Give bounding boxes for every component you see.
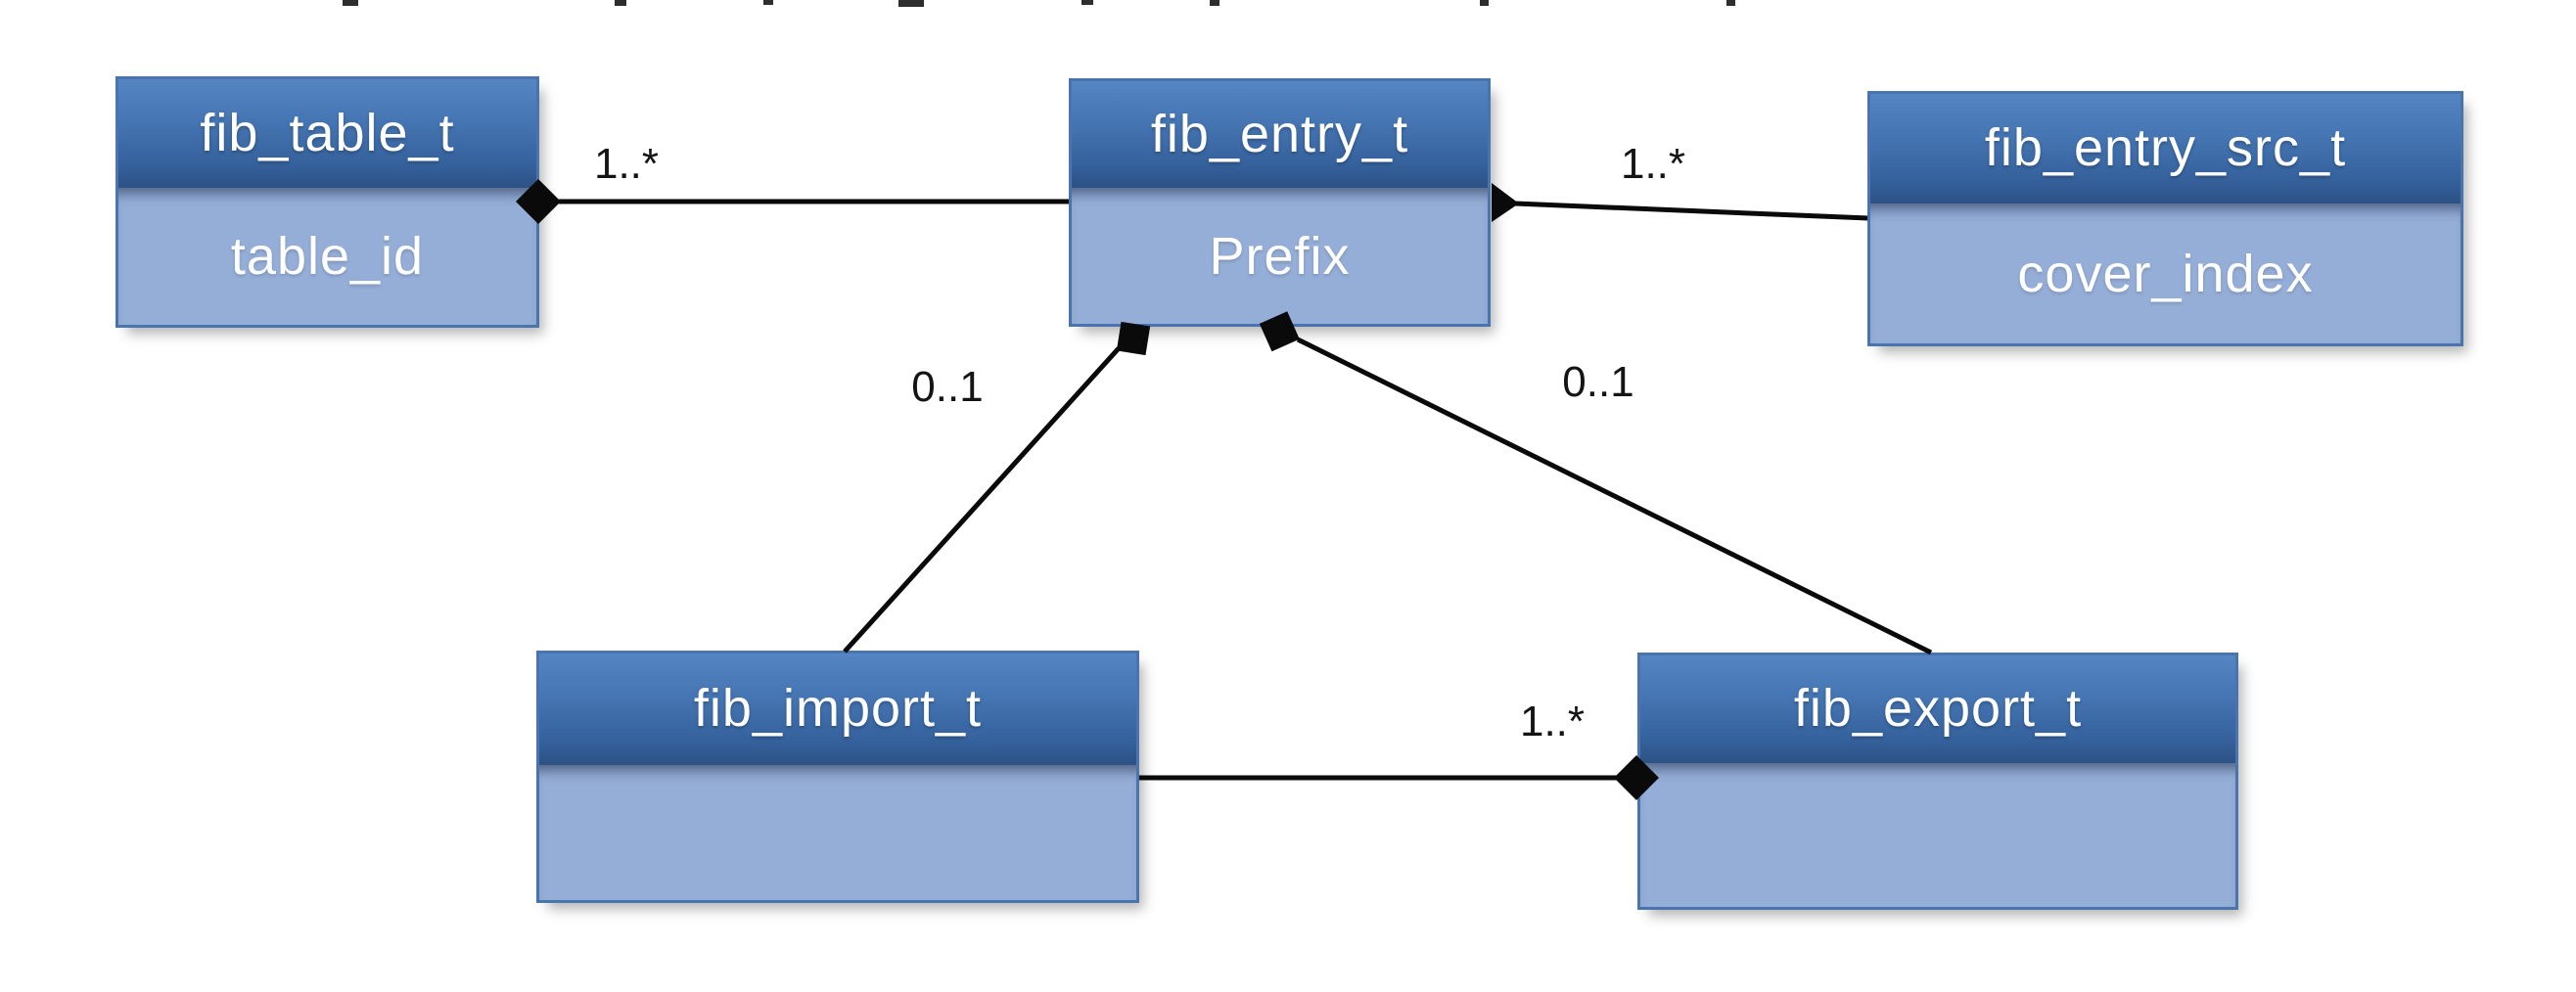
- composition-diamond-entry-right: [1492, 183, 1519, 222]
- association-line-entry-src: [1514, 201, 1868, 221]
- class-attributes: [539, 765, 1136, 900]
- class-attributes: [1640, 763, 2235, 907]
- attribute-label: table_id: [230, 227, 425, 286]
- class-title: fib_entry_src_t: [1984, 118, 2347, 177]
- attribute-label: Prefix: [1209, 226, 1351, 286]
- attribute-label: cover_index: [2017, 244, 2314, 303]
- class-attributes: cover_index: [1870, 203, 2461, 343]
- multiplicity-label-entry-import: 0..1: [911, 363, 984, 411]
- class-header: fib_entry_src_t: [1870, 94, 2461, 203]
- class-fib-entry-t: fib_entry_t Prefix: [1069, 78, 1491, 327]
- text-fragment: [1480, 0, 1489, 6]
- class-attributes: table_id: [118, 188, 536, 325]
- class-header: fib_import_t: [539, 654, 1136, 765]
- multiplicity-label-table-entry: 1..*: [593, 140, 660, 188]
- class-fib-import-t: fib_import_t: [536, 651, 1139, 903]
- multiplicity-label-entry-src: 1..*: [1620, 140, 1686, 188]
- class-attributes: Prefix: [1072, 188, 1488, 324]
- class-fib-export-t: fib_export_t: [1637, 653, 2238, 910]
- class-title: fib_export_t: [1793, 679, 2083, 738]
- class-header: fib_export_t: [1640, 655, 2235, 763]
- text-fragment: [763, 0, 773, 5]
- class-title: fib_table_t: [200, 103, 455, 162]
- class-header: fib_table_t: [118, 79, 536, 188]
- text-fragment: [343, 0, 358, 6]
- multiplicity-label-entry-export: 0..1: [1562, 358, 1634, 406]
- text-fragment: [1081, 0, 1093, 5]
- class-fib-entry-src-t: fib_entry_src_t cover_index: [1867, 91, 2463, 346]
- text-fragment: [615, 0, 626, 6]
- text-fragment: [1726, 0, 1735, 6]
- class-title: fib_import_t: [693, 679, 983, 738]
- cropped-text-fragments: [0, 0, 2576, 10]
- text-fragment: [1210, 0, 1219, 6]
- class-title: fib_entry_t: [1150, 104, 1409, 163]
- multiplicity-label-import-export: 1..*: [1519, 698, 1586, 745]
- text-fragment: [898, 0, 924, 7]
- class-header: fib_entry_t: [1072, 81, 1488, 188]
- class-fib-table-t: fib_table_t table_id: [115, 76, 539, 328]
